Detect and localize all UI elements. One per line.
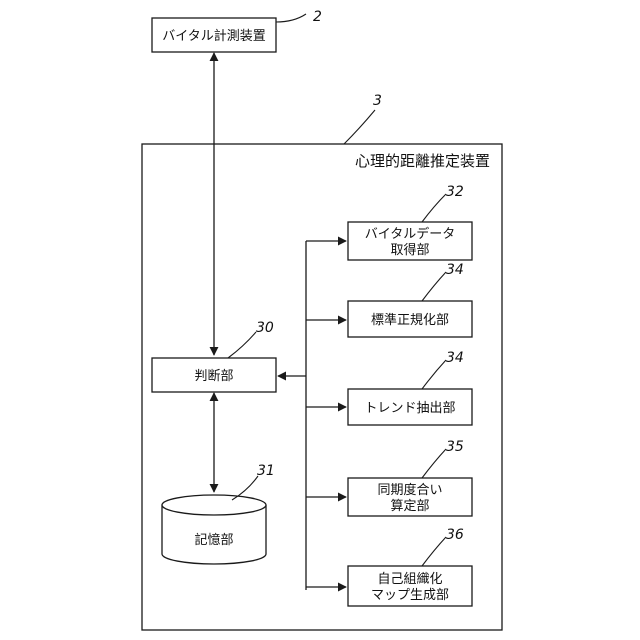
vital-device-label: バイタル計測装置	[162, 28, 265, 44]
estimator-title: 心理的距離推定装置	[355, 152, 490, 170]
judge-ref: 30	[256, 320, 274, 336]
module-33-ref: 34	[446, 262, 464, 278]
vital-device-ref-leader	[276, 14, 306, 22]
module-32-label-line2: 取得部	[390, 242, 429, 258]
module-32-label-line1: バイタルデータ	[365, 226, 455, 242]
module-36-label-line2: マップ生成部	[371, 588, 449, 603]
estimator-ref: 3	[373, 93, 382, 109]
module-36-label-line1: 自己組織化	[377, 572, 442, 587]
module-34-ref: 34	[446, 350, 464, 366]
estimator-ref-leader	[344, 110, 375, 144]
memory-unit: 記憶部	[162, 495, 266, 564]
module-36-ref: 36	[446, 527, 464, 543]
judge-unit: 判断部	[152, 358, 276, 392]
module-35-label-line2: 算定部	[390, 499, 429, 514]
vital-device-ref: 2	[313, 9, 322, 25]
memory-ref: 31	[257, 463, 275, 479]
module-34-label: トレンド抽出部	[364, 401, 455, 416]
module-32-ref: 32	[446, 184, 464, 200]
judge-label: 判断部	[194, 369, 233, 384]
vital-measurement-device: バイタル計測装置	[152, 18, 276, 52]
module-33-label: 標準正規化部	[371, 312, 449, 328]
memory-label: 記憶部	[194, 532, 233, 548]
module-35-label-line1: 同期度合い	[377, 482, 442, 498]
memory-cylinder-top	[162, 495, 266, 515]
module-35-ref: 35	[446, 439, 464, 455]
